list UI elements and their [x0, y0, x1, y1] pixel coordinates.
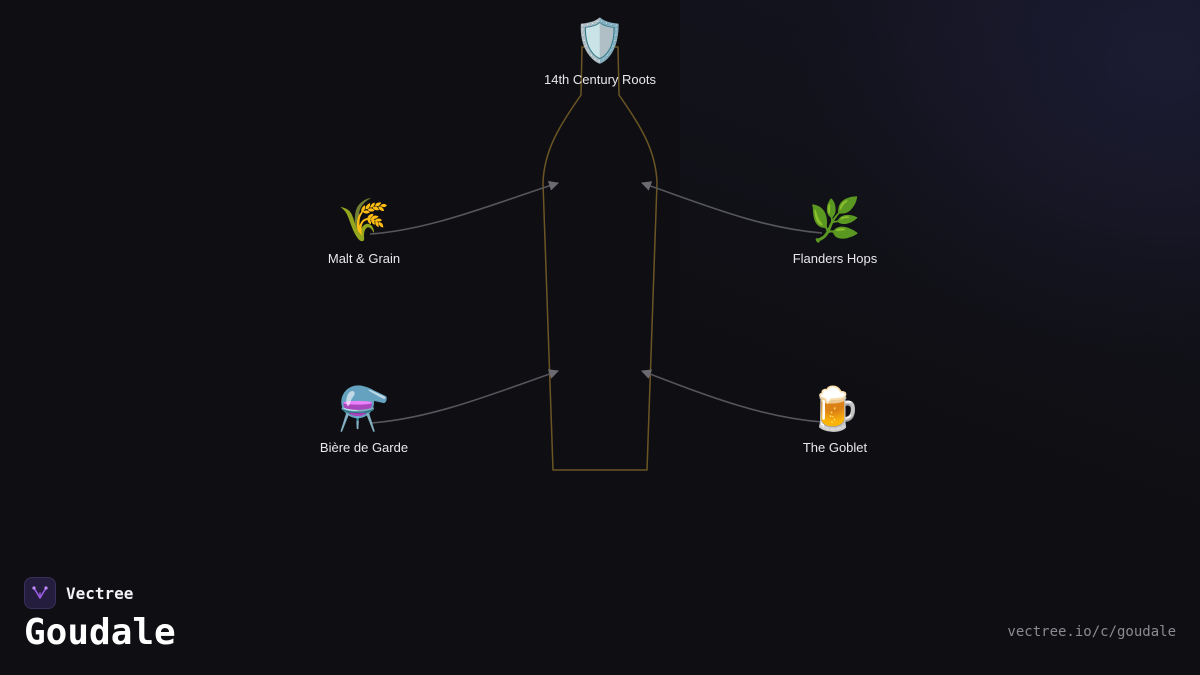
node-label: The Goblet [802, 440, 868, 455]
herb-icon: 🌿 [808, 196, 862, 243]
flask-icon: ⚗️ [337, 385, 391, 432]
node-roots[interactable]: 🛡️ 14th Century Roots [520, 16, 680, 87]
share-url[interactable]: vectree.io/c/goudale [1007, 624, 1176, 640]
beer-mug-icon: 🍺 [808, 385, 862, 432]
node-malt[interactable]: 🌾 Malt & Grain [284, 195, 444, 266]
edge-hops-to-bottle [641, 181, 823, 234]
shield-icon: 🛡️ [573, 17, 627, 64]
vectree-logo-icon [24, 577, 56, 609]
node-garde[interactable]: ⚗️ Bière de Garde [284, 384, 444, 455]
node-label: Malt & Grain [327, 251, 401, 266]
wheat-icon: 🌾 [337, 196, 391, 243]
edge-malt-to-bottle [369, 181, 559, 235]
edge-goblet-to-bottle [641, 369, 823, 423]
bottle-outline [542, 46, 658, 471]
node-goblet[interactable]: 🍺 The Goblet [755, 384, 915, 455]
brand-name: Vectree [66, 583, 134, 603]
brand[interactable]: Vectree [24, 577, 133, 609]
node-label: Flanders Hops [792, 251, 878, 266]
node-hops[interactable]: 🌿 Flanders Hops [755, 195, 915, 266]
node-label: Bière de Garde [319, 440, 409, 455]
edge-garde-to-bottle [369, 369, 559, 424]
node-label: 14th Century Roots [543, 72, 656, 87]
page-title: Goudale [24, 612, 176, 653]
